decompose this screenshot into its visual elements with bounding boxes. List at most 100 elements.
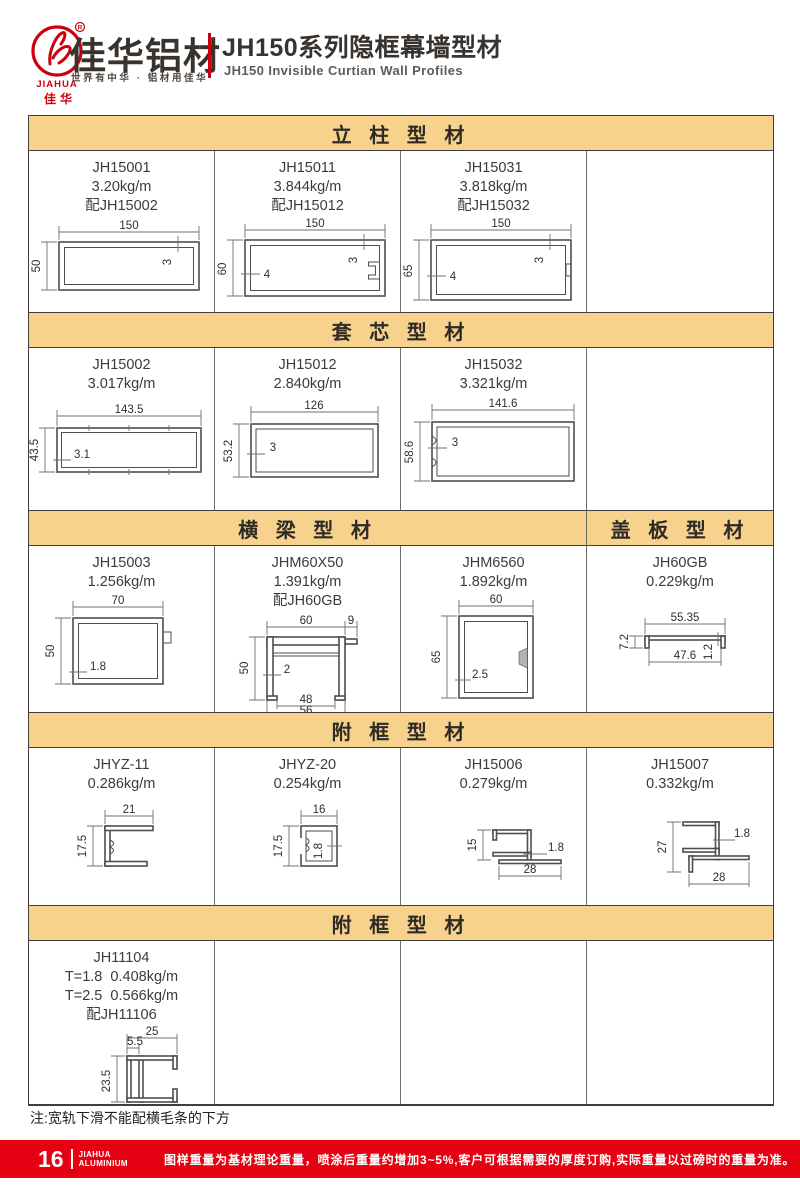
dimension-lines [441, 600, 534, 699]
empty-cell [587, 151, 773, 313]
profile-drawing-jh15032: 141.6 58.6 3 [404, 398, 575, 483]
profile-cell-jhm60x50: JHM60X50 1.391kg/m 配JH60GB [215, 546, 401, 713]
dimension-lines [55, 601, 164, 685]
dim-width: 25 [146, 1026, 159, 1038]
section-header-frames: 附 框 型 材 [29, 713, 773, 748]
dim-thickness: 3 [162, 259, 174, 265]
profile-drawing-jh11104: 25 5.5 23.5 [101, 1026, 178, 1103]
dim-width: 28 [524, 864, 537, 876]
dim-inner-width: 47.6 [674, 650, 696, 662]
header-divider [208, 33, 211, 78]
profile-weight-t25: T=2.5 0.566kg/m [64, 988, 179, 1005]
dim-width: 28 [713, 872, 726, 884]
profile-code: JHYZ-11 [93, 757, 150, 773]
profile-code: JH15007 [650, 757, 710, 773]
profile-weight: 0.286kg/m [87, 776, 156, 793]
dim-thickness: 1.8 [734, 828, 750, 840]
brand-tagline: 世界有中华 · 铝材用佳华 [71, 73, 209, 84]
profile-shape [431, 421, 575, 483]
dim-height: 17.5 [77, 835, 89, 857]
dim-width: 141.6 [489, 398, 518, 410]
profile-drawing-jh15012: 126 53.2 3 [223, 400, 379, 479]
dim-height: 43.5 [29, 439, 41, 461]
dimension-lines [87, 810, 154, 867]
dimension-lines [111, 1033, 178, 1102]
profile-code: JHYZ-20 [278, 757, 337, 773]
profile-drawing-jh60gb: 55.35 7.2 1.2 47.6 [619, 612, 726, 667]
profile-weight: 3.844kg/m [273, 179, 342, 196]
section-title: 立 柱 型 材 [331, 124, 471, 147]
dim-height: 65 [403, 265, 415, 278]
dim-width: 16 [313, 804, 326, 816]
empty-cell [587, 941, 773, 1105]
profile-cell-jh11104: JH11104 T=1.8 0.408kg/m T=2.5 0.566kg/m … [29, 941, 215, 1105]
section-header-cores: 套 芯 型 材 [29, 313, 773, 348]
profile-code: JH15032 [464, 357, 523, 373]
dim-height: 50 [239, 662, 251, 675]
footer-brand-top: JIAHUA [78, 1149, 111, 1159]
section-header-frames-2: 附 框 型 材 [29, 906, 773, 941]
profile-shape [104, 825, 154, 868]
profile-drawing-jh15001: 150 50 3 [31, 220, 200, 292]
profile-weight-t18: T=1.8 0.408kg/m [64, 969, 179, 986]
dimension-lines [39, 410, 202, 473]
profile-code: JH15002 [92, 357, 151, 373]
profile-match: 配JH15002 [85, 198, 158, 215]
profile-code: JH60GB [652, 555, 708, 571]
footnote: 注:宽轨下滑不能配横毛条的下方 [30, 1110, 230, 1126]
profile-match: 配JH15032 [457, 198, 530, 215]
profile-cell-jhyz-11: JHYZ-11 0.286kg/m 21 17.5 [29, 748, 215, 906]
profile-drawing-jh15006: 15 1.8 28 [467, 829, 564, 881]
profile-weight: 1.391kg/m [273, 574, 342, 591]
dim-thickness: 1.8 [90, 661, 106, 673]
profile-weight: 0.254kg/m [273, 776, 342, 793]
dim-thickness: 3.1 [74, 449, 90, 461]
profile-weight: 0.332kg/m [646, 776, 714, 793]
footer-brand: JIAHUA ALUMINIUM [79, 1150, 128, 1168]
registered-mark: R [78, 25, 83, 32]
profile-shape [250, 423, 379, 479]
dim-height: 50 [45, 645, 57, 658]
dim-height: 65 [431, 651, 443, 664]
empty-cell [587, 348, 773, 511]
footer-disclaimer: 图样重量为基材理论重量，喷涂后重量约增加3~5%,客户可根据需要的厚度订购,实际… [163, 1152, 796, 1167]
dim-inner-width: 5.5 [127, 1036, 143, 1048]
profile-shape [266, 636, 358, 702]
profile-weight: 3.818kg/m [459, 179, 528, 196]
profile-code: JH15003 [92, 555, 151, 571]
profile-shape [58, 241, 200, 292]
dimension-lines [249, 621, 358, 712]
dimension-lines [667, 821, 750, 888]
profile-cell-jhyz-20: JHYZ-20 0.254kg/m 16 17.5 1.8 [215, 748, 401, 906]
empty-cell [215, 941, 401, 1105]
profile-code: JH15012 [278, 357, 337, 373]
dim-width: 150 [491, 218, 510, 230]
profile-match: 配JH15012 [271, 198, 344, 215]
profile-code: JH15011 [279, 160, 336, 176]
dim-height: 7.2 [619, 634, 631, 650]
dim-thickness: 1.8 [548, 842, 564, 854]
profile-shape [458, 615, 534, 700]
section-title: 盖 板 型 材 [610, 519, 750, 542]
footer-band: 16 JIAHUA ALUMINIUM 图样重量为基材理论重量，喷涂后重量约增加… [0, 1140, 800, 1178]
profile-cell-jh15031: JH15031 3.818kg/m 配JH15032 150 65 4 3 [401, 151, 587, 313]
dim-width: 55.35 [671, 612, 700, 624]
profile-code: JH15031 [464, 160, 523, 176]
profile-drawing-jhm6560: 60 65 2.5 [431, 594, 534, 700]
profile-cell-jh15002: JH15002 3.017kg/m 143.5 43.5 3.1 [29, 348, 215, 511]
dimension-lines [414, 404, 575, 482]
dimension-lines [227, 224, 386, 297]
dim-thickness: 3 [452, 437, 458, 449]
profile-cell-jh15007: JH15007 0.332kg/m 27 1.8 28 [587, 748, 773, 906]
profile-weight: 3.20kg/m [91, 179, 152, 196]
profile-code: JH11104 [93, 950, 150, 966]
profile-weight: 3.017kg/m [87, 376, 156, 393]
jiahua-emblem-icon: R [31, 21, 86, 77]
section-title: 附 框 型 材 [331, 914, 471, 937]
dim-height: 27 [657, 841, 669, 854]
dim-height: 17.5 [273, 835, 285, 857]
profile-drawing-jhyz-11: 21 17.5 [77, 804, 154, 868]
dim-width: 143.5 [115, 404, 144, 416]
dim-thickness: 1.8 [313, 843, 325, 859]
logo-wordmark-cn: 佳华 [43, 92, 76, 106]
